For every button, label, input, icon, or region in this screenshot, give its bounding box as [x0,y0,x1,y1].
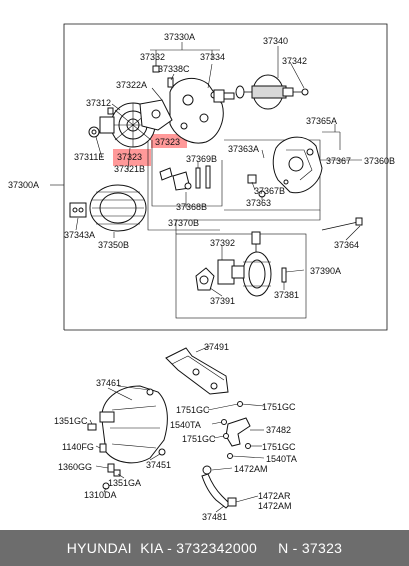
label-37363: 37363 [246,198,271,208]
label-37367b: 37367B [254,186,285,196]
label-37390a: 37390A [310,266,341,276]
label-37363a: 37363A [228,144,259,154]
label-37330a: 37330A [164,32,195,42]
highlight-37323-upper [151,134,187,148]
inner-frames [147,139,321,319]
label-37323-lower: 37323 [117,152,142,162]
label-37482: 37482 [266,425,291,435]
label-1351gc: 1351GC [54,416,88,426]
label-37311e: 37311E [74,152,104,162]
label-37360b: 37360B [364,156,395,166]
label-1310da: 1310DA [84,490,117,500]
stator-37350b [89,184,147,232]
vacuum-hose-37482 [221,401,251,459]
label-37338c: 37338C [158,64,190,74]
label-37365a: 37365A [306,116,337,126]
highlight-37323-lower [113,149,151,166]
label-1540ta-b: 1540TA [266,454,297,464]
footer-part-number-text: HYUNDAI KIA - 3732342000 N - 37323 [66,540,343,556]
label-37368b: 37368B [176,202,207,212]
footer-caption-bar: HYUNDAI KIA - 3732342000 N - 37323 [0,530,409,566]
bolt-37332 [152,60,160,73]
label-1360gg: 1360GG [58,462,92,472]
label-1472am-a: 1472AM [234,464,268,474]
label-37491: 37491 [204,342,229,352]
washer-37343a [69,202,87,218]
label-37392: 37392 [210,238,235,248]
label-37321b: 37321B [114,164,145,174]
label-37391: 37391 [210,296,235,306]
label-37367: 37367 [326,156,351,166]
label-1140fg: 1140FG [62,442,94,452]
label-1472am-b: 1472AM [258,501,292,511]
label-37381: 37381 [274,290,299,300]
label-1751gc-b: 1751GC [262,402,296,412]
label-37451: 37451 [146,460,171,470]
rear-bracket-37360b [272,136,323,194]
label-37369b: 37369B [186,154,217,164]
label-37343a: 37343A [64,230,95,240]
label-37300a: 37300A [8,180,39,190]
front-bracket-37323 [139,99,173,131]
label-37342: 37342 [282,56,307,66]
regulator-parts [159,165,266,198]
vacuum-hose-37481 [201,465,237,509]
label-1751gc-d: 1751GC [262,442,296,452]
label-1472ar: 1472AR [258,491,291,501]
label-37364: 37364 [334,240,359,250]
label-37323-upper: 37323 [155,137,180,147]
through-bolt-37364 [321,217,363,231]
label-37312: 37312 [86,98,111,108]
pulley-parts [88,107,114,138]
parts-diagram: 37330A 37340 37332 37334 37338C 37342 37… [8,23,395,522]
vacuum-pump-37390a [195,231,287,297]
label-1751gc-a: 1751GC [176,405,210,415]
label-37332: 37332 [140,52,165,62]
label-1540ta-a: 1540TA [170,420,201,430]
label-37461: 37461 [96,378,121,388]
rotor-fan-37312 [99,102,156,148]
label-1351ga: 1351GA [108,478,141,488]
stud-37338c [167,77,174,88]
label-37322a: 37322A [116,80,147,90]
label-37334: 37334 [200,52,225,62]
alternator-assembly-frame [50,23,388,331]
label-37481: 37481 [202,512,227,522]
vacuum-pump-body-37451 [99,385,168,464]
leader-lines [75,42,362,513]
label-1751gc-c: 1751GC [182,434,216,444]
brush-holder-37340 [235,74,309,110]
rectifier-assembly [169,77,235,144]
label-37350b: 37350B [98,240,129,250]
label-37340: 37340 [263,36,288,46]
mounting-bracket-37491 [165,347,229,395]
label-37370b: 37370B [168,218,199,228]
